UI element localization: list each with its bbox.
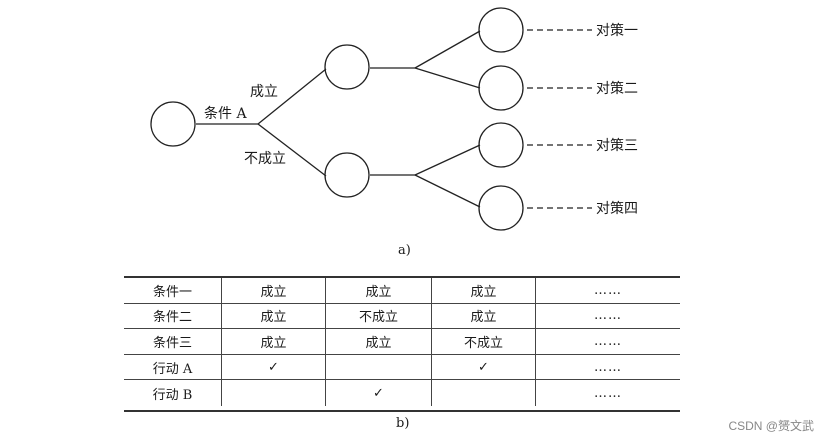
table-cell: 成立	[222, 278, 326, 303]
watermark: CSDN @赟文武	[728, 419, 814, 433]
table-row: 行动 A ✓ ✓ ……	[124, 354, 680, 381]
branch-true-label: 成立	[250, 84, 278, 100]
row-label: 条件一	[124, 278, 222, 303]
strategy-label-1: 对策一	[596, 22, 638, 39]
outcome-node-4	[478, 185, 524, 231]
table-cell: 成立	[222, 303, 326, 329]
table-cell: 不成立	[326, 303, 432, 329]
outcome-node-1	[478, 7, 524, 53]
ellipsis-cell: ……	[594, 333, 622, 349]
caption-b: b)	[396, 416, 410, 431]
row-label: 条件二	[124, 303, 222, 329]
outcome-node-3	[478, 122, 524, 168]
table-cell: 成立	[222, 329, 326, 354]
decision-table: 条件一 成立 成立 成立 …… 条件二 成立 不成立 成立 …… 条件三 成立 …	[124, 276, 680, 412]
check-cell: ✓	[326, 380, 432, 406]
strategy-label-3: 对策三	[596, 137, 638, 154]
table-row: 条件三 成立 成立 不成立 ……	[124, 329, 680, 355]
check-cell	[222, 380, 326, 406]
edge-true	[257, 68, 327, 125]
table-cell: 成立	[326, 278, 432, 303]
check-cell	[432, 380, 536, 406]
check-cell	[326, 354, 432, 380]
row-label: 条件三	[124, 329, 222, 354]
strategy-label-4: 对策四	[596, 200, 638, 217]
check-cell: ✓	[432, 354, 536, 380]
caption-a: a)	[398, 243, 411, 258]
condition-label: 条件 A	[204, 105, 247, 122]
check-cell: ✓	[222, 354, 326, 380]
table-cell: 成立	[432, 278, 536, 303]
edge-upper-to-leaf1	[414, 30, 481, 69]
ellipsis-cell: ……	[594, 282, 622, 298]
ellipsis-cell: ……	[594, 385, 622, 401]
strategy-label-2: 对策二	[596, 80, 638, 97]
edge-upper-to-leaf2	[414, 67, 481, 89]
table-cell: 不成立	[432, 329, 536, 354]
edge-lower-to-leaf3	[414, 144, 481, 176]
branch-false-label: 不成立	[244, 151, 286, 167]
table-row: 条件一 成立 成立 成立 ……	[124, 278, 680, 304]
decision-tree: 条件 A 成立 不成立 对策一 对策二 对策三 对策四	[150, 7, 638, 231]
row-label: 行动 B	[124, 380, 222, 406]
row-label: 行动 A	[124, 354, 222, 380]
table-row: 条件二 成立 不成立 成立 ……	[124, 303, 680, 330]
outcome-node-2	[478, 65, 524, 111]
decision-node-true	[324, 44, 370, 90]
edge-false	[257, 123, 327, 177]
table-cell: 成立	[432, 303, 536, 329]
edge-lower-to-leaf4	[414, 174, 481, 208]
decision-node-false	[324, 152, 370, 198]
table-row: 行动 B ✓ ……	[124, 380, 680, 406]
table-cell: 成立	[326, 329, 432, 354]
ellipsis-cell: ……	[594, 359, 622, 375]
ellipsis-cell: ……	[594, 308, 622, 324]
root-node	[150, 101, 196, 147]
